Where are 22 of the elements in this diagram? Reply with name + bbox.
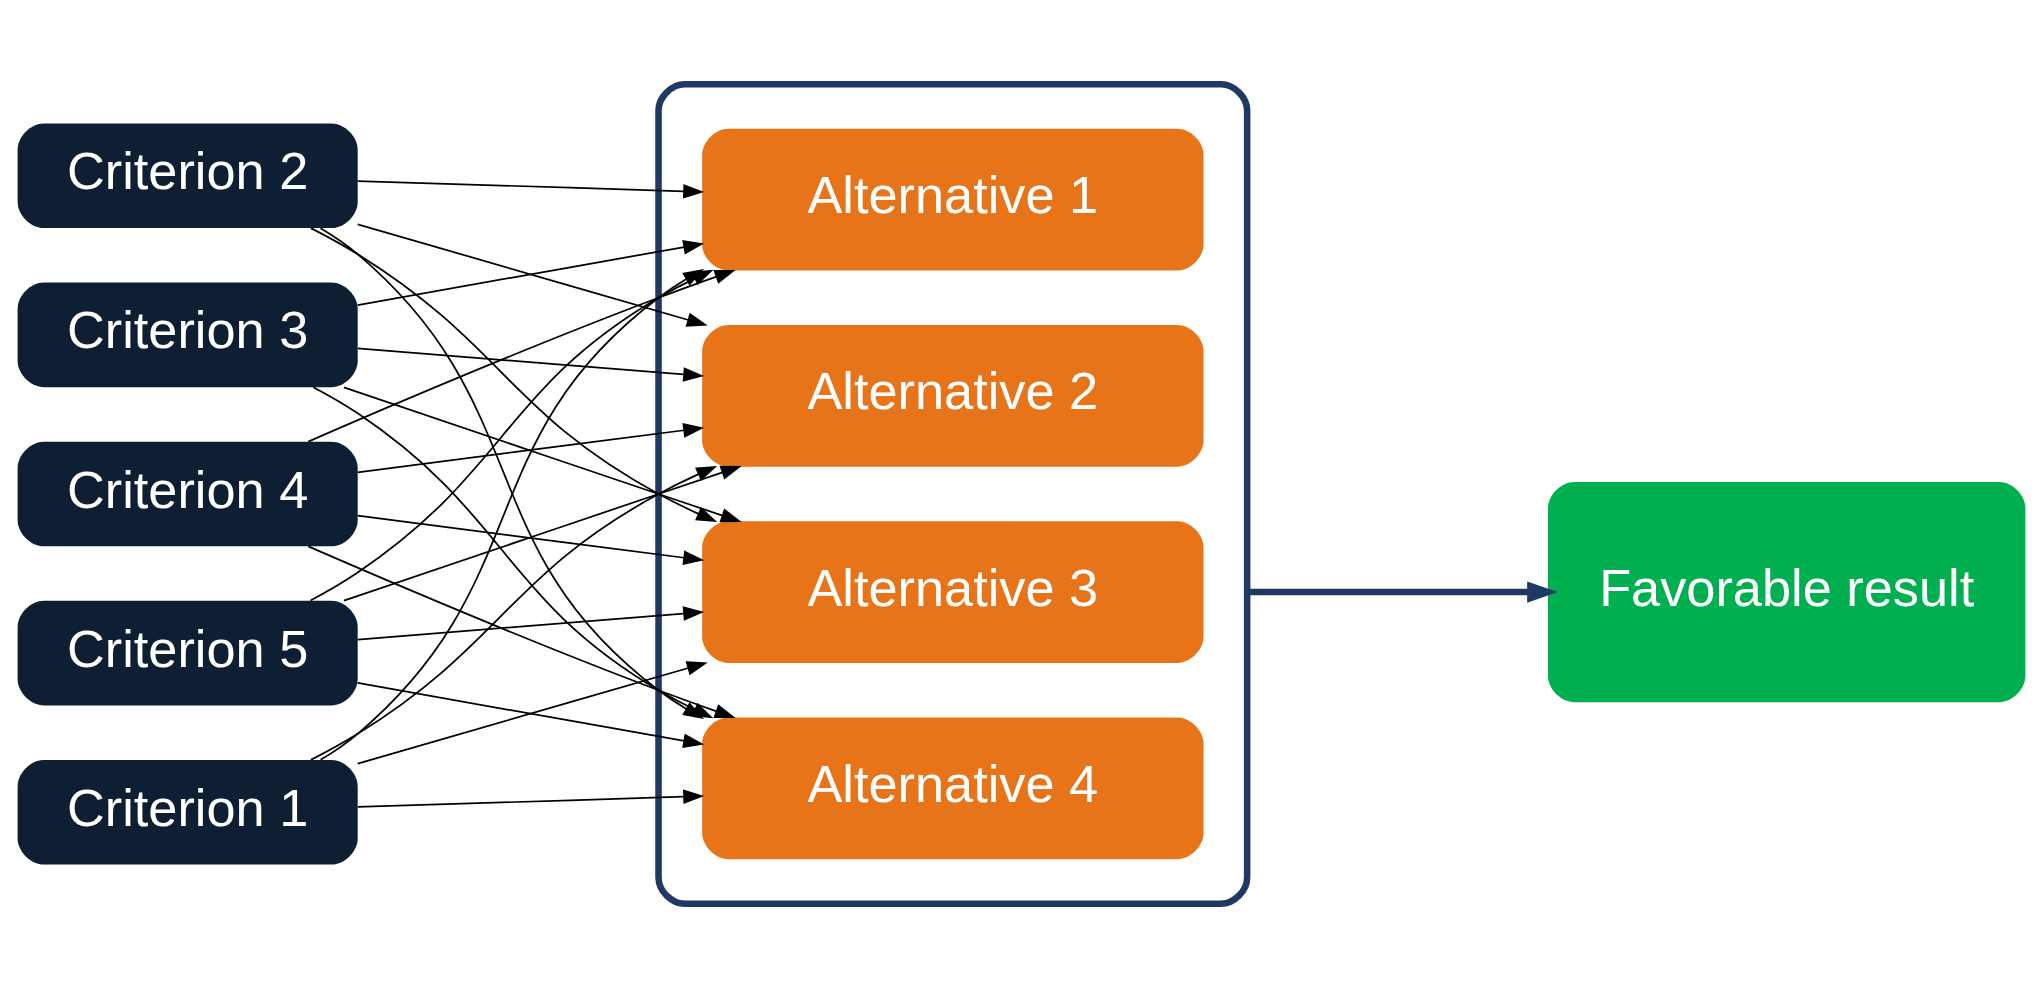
node-box: Criterion 3 bbox=[17, 282, 358, 388]
arrow bbox=[356, 514, 705, 565]
node-box: Alternative 3 bbox=[702, 521, 1204, 663]
node-box: Criterion 2 bbox=[17, 123, 358, 229]
node-box: Alternative 2 bbox=[702, 325, 1204, 467]
node-box: Favorable result bbox=[1547, 482, 2026, 703]
arrow bbox=[343, 465, 742, 602]
arrow bbox=[310, 465, 718, 761]
node-box: Criterion 1 bbox=[17, 759, 358, 865]
arrow bbox=[310, 227, 718, 523]
arrow bbox=[356, 789, 705, 808]
arrow bbox=[356, 423, 705, 474]
node-box: Alternative 1 bbox=[702, 128, 1204, 271]
arrow bbox=[356, 180, 705, 199]
arrow bbox=[356, 606, 705, 641]
arrow bbox=[1247, 581, 1558, 603]
node-box: Criterion 4 bbox=[17, 441, 358, 547]
arrow bbox=[343, 386, 742, 523]
cluster bbox=[655, 80, 1251, 908]
node-box: Criterion 5 bbox=[17, 600, 358, 706]
arrow bbox=[356, 347, 705, 382]
node-box: Alternative 4 bbox=[702, 717, 1204, 860]
